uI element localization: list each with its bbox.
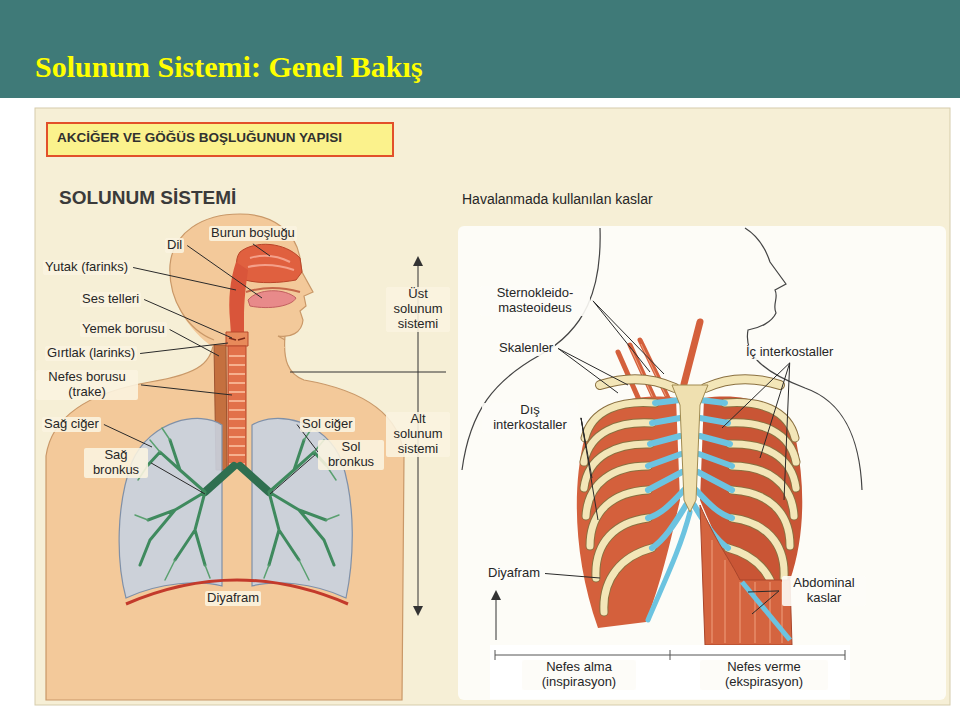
muscle-label: Dış interkostaller xyxy=(482,403,578,433)
leader-line xyxy=(581,418,598,520)
leader-line xyxy=(545,574,600,579)
leader-line xyxy=(187,246,262,299)
bronchial-tree xyxy=(140,440,334,565)
panel-heading: Havalanmada kullanılan kaslar xyxy=(460,191,655,207)
bronchioles xyxy=(135,428,339,580)
phase-label: Nefes alma (inspirasyon) xyxy=(522,660,636,690)
part-label: Sol ciğer xyxy=(300,417,355,432)
leader-line xyxy=(151,463,205,494)
phase-bar xyxy=(490,645,850,699)
part-label: Burun boşluğu xyxy=(209,226,297,241)
part-label: Dil xyxy=(165,238,184,253)
phase-bracket xyxy=(495,650,845,660)
leader-line xyxy=(752,591,779,614)
trachea-rings xyxy=(229,356,245,464)
part-label: Yemek borusu xyxy=(80,322,167,337)
part-label: Sağ ciğer xyxy=(42,417,101,432)
vocal-cords xyxy=(229,338,245,340)
title-box: AKCİĞER VE GÖĞÜS BOŞLUĞUNUN YAPISI xyxy=(46,122,394,157)
box-heading: AKCİĞER VE GÖĞÜS BOŞLUĞUNUN YAPISI xyxy=(57,130,383,146)
leader-line xyxy=(760,363,790,458)
arrowhead xyxy=(491,590,501,600)
leader-line xyxy=(270,455,315,494)
face-outline xyxy=(745,228,862,490)
phase-label: Nefes verme (ekspirasyon) xyxy=(700,660,828,690)
panel-heading: SOLUNUM SİSTEMİ xyxy=(57,187,238,209)
part-label: Diyafram xyxy=(205,591,261,606)
part-label: Yutak (farinks) xyxy=(43,260,130,275)
body-outline xyxy=(462,228,600,470)
leader-line xyxy=(593,301,650,372)
muscle-label: Abdominal kaslar xyxy=(782,576,866,606)
title-band xyxy=(0,0,960,98)
leader-line xyxy=(140,343,228,354)
part-label: Nefes borusu (trake) xyxy=(36,370,138,400)
part-label: Gırtlak (larinks) xyxy=(45,346,137,361)
muscle-label: Sternokleido- masteoideus xyxy=(480,286,590,316)
leader-line xyxy=(593,301,664,374)
muscle-label: Diyafram xyxy=(486,566,542,581)
arrow-line xyxy=(496,598,497,640)
arrowhead xyxy=(413,256,423,266)
costal-margin xyxy=(648,512,690,620)
abdominal-muscles xyxy=(700,505,792,645)
leader-line xyxy=(141,385,232,395)
slide-title: Solunum Sistemi: Genel Bakış xyxy=(35,50,423,83)
leader-line xyxy=(784,363,790,500)
muscle-label: Skalenler xyxy=(497,341,555,356)
leader-line xyxy=(170,330,219,357)
region-label: Üst solunum sistemi xyxy=(386,287,450,332)
arrowhead xyxy=(413,606,423,616)
part-label: Sağ bronkus xyxy=(84,448,148,478)
sternum xyxy=(672,385,708,512)
part-label: Ses telleri xyxy=(80,292,141,307)
turbinates xyxy=(248,256,294,270)
leader-line xyxy=(133,268,236,291)
larynx xyxy=(226,332,248,346)
main-bronchi xyxy=(205,466,269,492)
leader-line xyxy=(558,349,618,394)
panel xyxy=(35,108,950,705)
leader-line xyxy=(558,349,628,386)
leader-line xyxy=(253,244,270,256)
trachea xyxy=(228,346,246,468)
region-label: Alt solunum sistemi xyxy=(386,412,450,457)
muscle-panel xyxy=(458,226,946,700)
leader-line xyxy=(748,591,779,592)
leader-line xyxy=(104,425,152,448)
sternocleidomastoid xyxy=(684,322,700,384)
muscle-label: İç interkostaller xyxy=(744,345,835,360)
part-label: Sol bronkus xyxy=(318,440,384,470)
